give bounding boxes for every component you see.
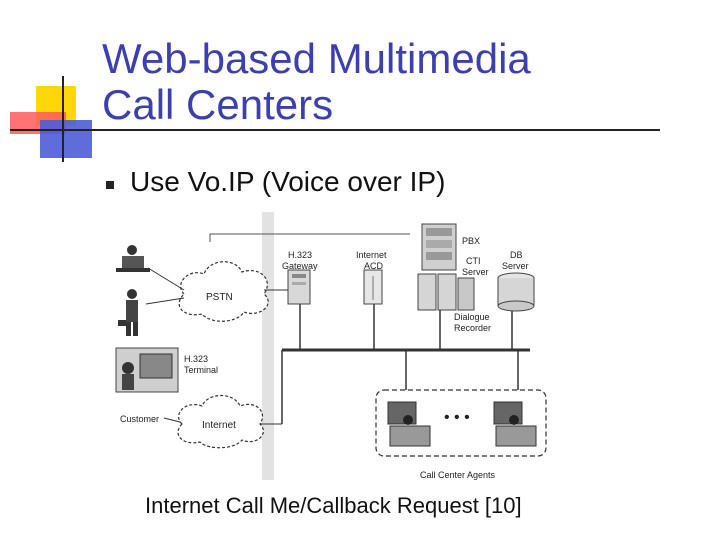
agent-workstation-right-icon bbox=[493, 401, 537, 447]
agents-group-box bbox=[375, 389, 547, 457]
diagram-caption: Internet Call Me/Callback Request [10] bbox=[145, 493, 522, 518]
diagram-svg: H.323 Gateway Internet ACD PBX bbox=[110, 212, 562, 488]
cti-server-label-2: Server bbox=[462, 267, 489, 277]
internet-acd-label-1: Internet bbox=[356, 250, 387, 260]
bullet-square-icon bbox=[106, 181, 114, 189]
h323-terminal-label-2: Terminal bbox=[184, 365, 218, 375]
pstn-label: PSTN bbox=[206, 292, 233, 303]
caller-desk-icon bbox=[116, 245, 150, 272]
cti-server-label-1: CTI bbox=[466, 256, 481, 266]
phone-pstn-link-1 bbox=[147, 267, 185, 291]
pbx-label: PBX bbox=[462, 236, 480, 246]
call-center-diagram: H.323 Gateway Internet ACD PBX bbox=[110, 212, 562, 488]
h323-gateway-label-1: H.323 bbox=[288, 250, 312, 260]
caller-standing-icon bbox=[118, 289, 138, 336]
customer-internet-link bbox=[163, 417, 181, 423]
pbx-trunk-line bbox=[209, 233, 410, 242]
db-server-label-1: DB bbox=[510, 250, 523, 260]
internet-acd-icon bbox=[363, 269, 383, 305]
h323-terminal-label-1: H.323 bbox=[184, 354, 208, 364]
internet-acd-label-2: ACD bbox=[364, 261, 384, 271]
agent-workstation-left-icon bbox=[387, 401, 431, 447]
h323-terminal-icon bbox=[115, 347, 179, 393]
pbx-icon bbox=[421, 223, 457, 271]
bullet-text: Use Vo.IP (Voice over IP) bbox=[130, 166, 446, 197]
agents-ellipsis: • • • bbox=[444, 409, 470, 426]
customer-label: Customer bbox=[120, 414, 159, 424]
dialogue-recorder-label-2: Recorder bbox=[454, 323, 491, 333]
h323-gateway-label-2: Gateway bbox=[282, 261, 318, 271]
decor-blue-square bbox=[40, 120, 92, 158]
decor-vertical-line bbox=[62, 76, 64, 162]
h323-gateway-icon bbox=[287, 269, 311, 305]
pstn-cloud-icon bbox=[178, 261, 269, 322]
db-server-icon bbox=[497, 272, 535, 312]
phone-pstn-link-2 bbox=[145, 297, 185, 305]
cti-server-icon bbox=[417, 273, 475, 311]
decor-horizontal-line bbox=[10, 129, 660, 131]
scan-shadow-strip bbox=[262, 212, 274, 480]
call-center-agents-label: Call Center Agents bbox=[420, 470, 496, 480]
internet-label: Internet bbox=[202, 420, 236, 431]
slide-title: Web-based Multimedia Call Centers bbox=[102, 36, 682, 128]
db-server-label-2: Server bbox=[502, 261, 529, 271]
dialogue-recorder-label-1: Dialogue bbox=[454, 312, 490, 322]
slide-title-line-2: Call Centers bbox=[102, 81, 334, 128]
slide-title-line-1: Web-based Multimedia bbox=[102, 35, 531, 82]
